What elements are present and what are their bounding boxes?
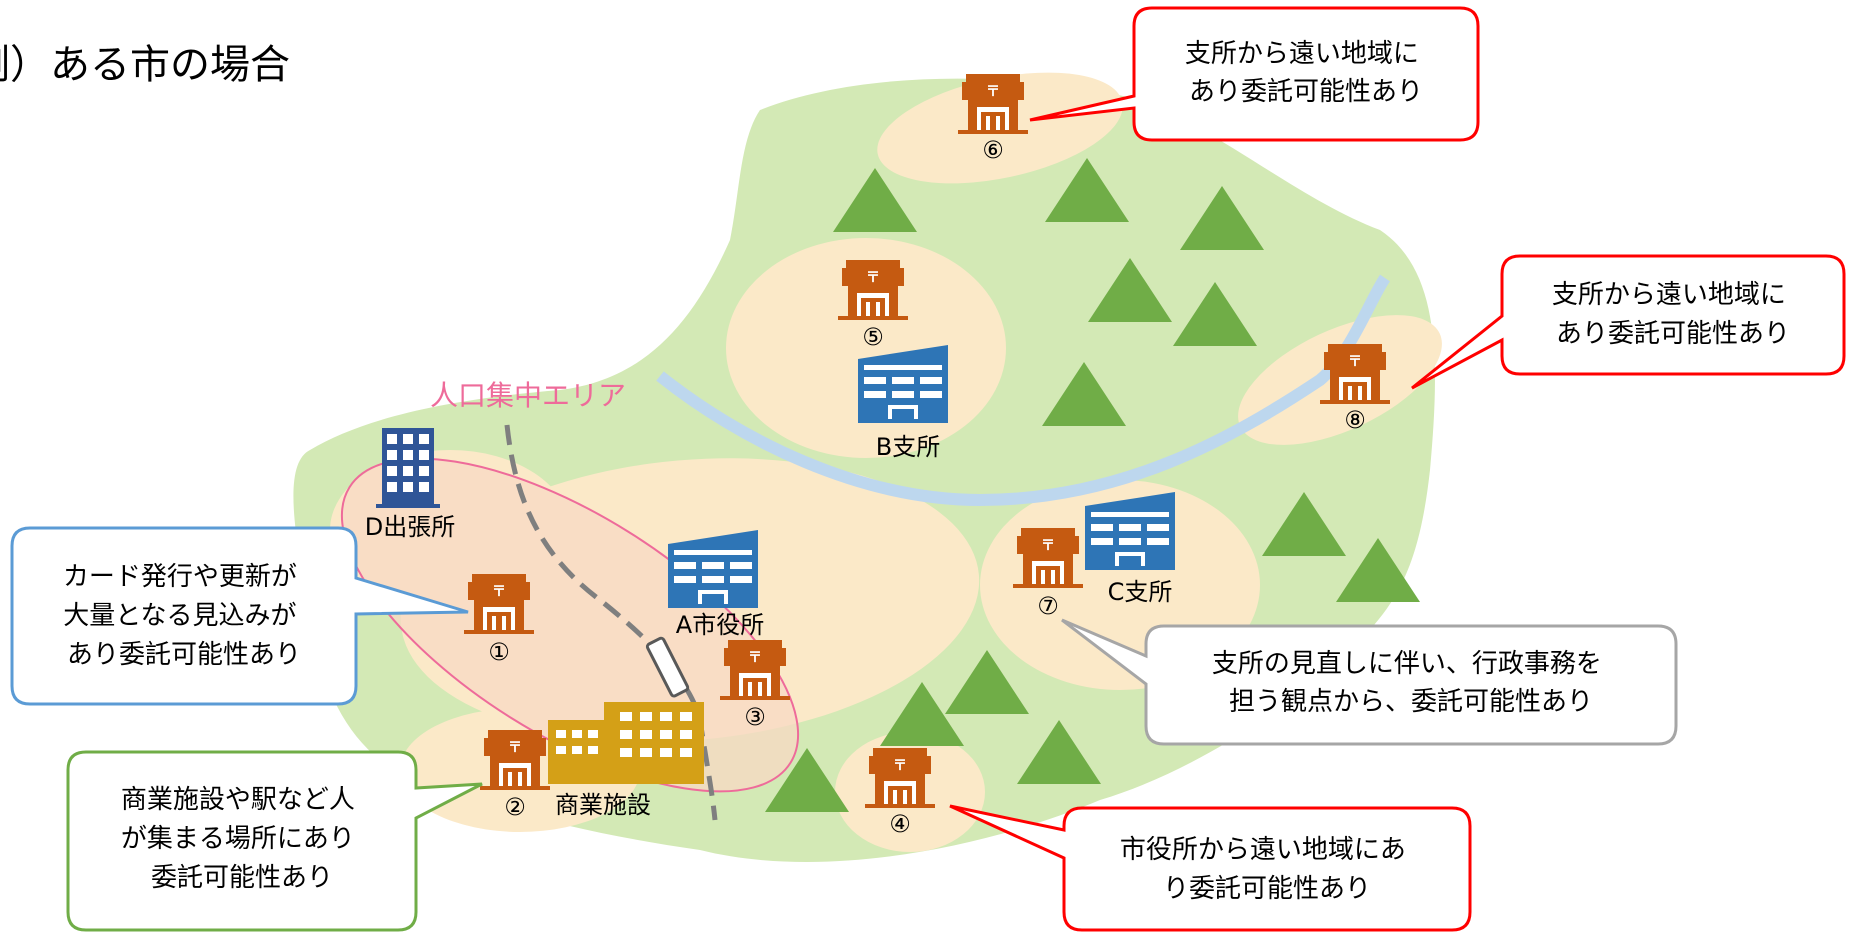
callout-po7 xyxy=(1061,618,1678,746)
callout-po8 xyxy=(1411,254,1846,390)
post-office-icon-8 xyxy=(1320,344,1390,404)
callout-po6 xyxy=(1029,6,1480,142)
population-area-label: 人口集中エリア xyxy=(430,379,626,412)
callout-line: 商業施設や駅など人 xyxy=(121,785,355,815)
post-office-icon-1 xyxy=(464,574,534,634)
callout-line: あり委託可能性あり xyxy=(1189,77,1423,107)
callout-line: 大量となる見込みが xyxy=(63,601,296,631)
callout-line: 支所から遠い地域に xyxy=(1552,280,1786,310)
commercial-facility-label: 商業施設 xyxy=(555,791,651,819)
callout-po2-text: 商業施設や駅など人 が集まる場所にあり 委託可能性あり xyxy=(121,785,363,893)
callout-po4-text: 市役所から遠い地域にあ り委託可能性あり xyxy=(1120,835,1414,904)
post-office-label-6: ⑥ xyxy=(982,136,1004,164)
callout-line: あり委託可能性あり xyxy=(67,640,301,670)
callout-line: 委託可能性あり xyxy=(151,863,333,893)
office-d-icon xyxy=(376,428,440,508)
post-office-icon-6 xyxy=(958,74,1028,134)
callout-po4 xyxy=(949,804,1472,932)
city-hall-label: A市役所 xyxy=(676,611,764,639)
callout-line: 市役所から遠い地域にあ xyxy=(1120,835,1406,865)
post-office-icon-3 xyxy=(720,640,790,700)
callout-po1 xyxy=(10,526,469,706)
city-hall-icon xyxy=(668,530,758,608)
callout-line: カード発行や更新が xyxy=(63,562,297,592)
callout-line: が集まる場所にあり xyxy=(121,824,355,854)
callout-po6-text: 支所から遠い地域に あり委託可能性あり xyxy=(1185,39,1427,107)
callout-po8-text: 支所から遠い地域に あり委託可能性あり xyxy=(1552,280,1794,349)
callout-line: 支所から遠い地域に xyxy=(1185,39,1419,69)
post-office-label-1: ① xyxy=(488,638,510,666)
post-office-icon-4 xyxy=(865,748,935,808)
post-office-label-5: ⑤ xyxy=(862,323,884,351)
post-office-icon-2 xyxy=(480,730,550,790)
commercial-facility-icon xyxy=(548,702,704,784)
callout-line: 支所の見直しに伴い、行政事務を xyxy=(1212,649,1602,679)
post-office-label-7: ⑦ xyxy=(1037,592,1059,620)
callout-po1-text: カード発行や更新が 大量となる見込みが あり委託可能性あり xyxy=(63,562,305,670)
callout-line: 担う観点から、委託可能性あり xyxy=(1229,687,1593,717)
callout-line: り委託可能性あり xyxy=(1163,874,1371,904)
post-office-icon-7 xyxy=(1013,528,1083,588)
office-d-label: D出張所 xyxy=(365,513,455,541)
post-office-label-3: ③ xyxy=(744,703,766,731)
branch-b-icon xyxy=(858,345,948,423)
page-heading: 例）ある市の場合 xyxy=(0,42,290,88)
railway xyxy=(504,424,718,821)
branch-c-label: C支所 xyxy=(1108,578,1173,606)
branch-c-icon xyxy=(1085,492,1175,570)
post-office-label-2: ② xyxy=(504,793,526,821)
post-office-icon-5 xyxy=(838,260,908,320)
train-icon xyxy=(645,636,690,698)
branch-b-label: B支所 xyxy=(876,433,940,461)
post-office-label-8: ⑧ xyxy=(1344,406,1366,434)
callout-po2 xyxy=(66,750,483,932)
callout-po7-text: 支所の見直しに伴い、行政事務を 担う観点から、委託可能性あり xyxy=(1212,649,1610,717)
post-office-label-4: ④ xyxy=(889,810,911,838)
callout-line: あり委託可能性あり xyxy=(1556,319,1790,349)
